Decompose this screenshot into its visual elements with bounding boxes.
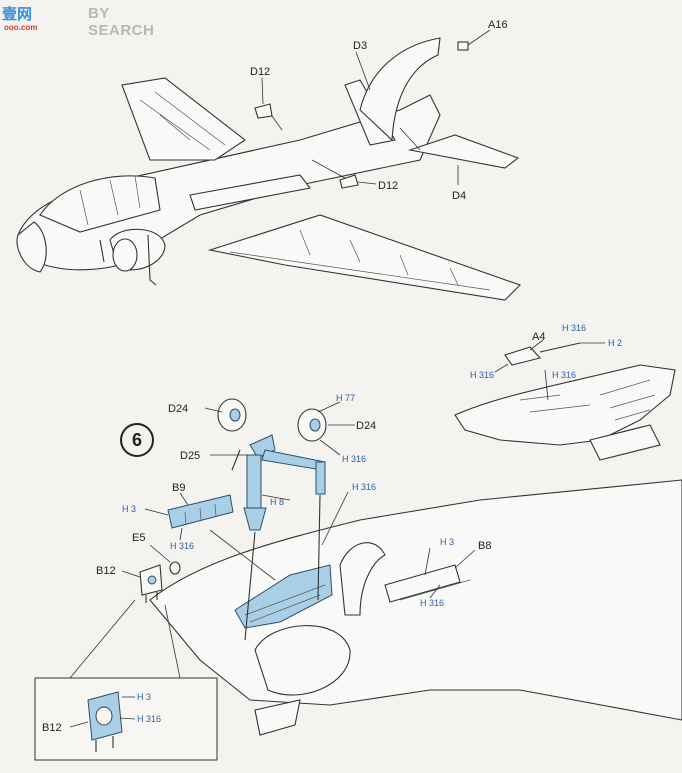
label-d3: D3 [353, 40, 367, 52]
top-labels: A16 D3 D12 D12 D4 [250, 19, 508, 202]
label-b9: B9 [172, 482, 185, 494]
watermark: 壹网 BY SEARCH ooo.com [2, 3, 162, 39]
label-h316-b: H 316 [470, 370, 494, 380]
label-a16: A16 [488, 19, 508, 31]
label-h316-b8: H 316 [420, 598, 444, 608]
label-h3-b8: H 3 [440, 537, 454, 547]
step-number-badge: 6 [120, 423, 154, 457]
top-leaders [261, 29, 491, 185]
watermark-chinese: 壹网 [2, 5, 33, 23]
gear-wheels [217, 398, 327, 442]
part-b9 [144, 492, 234, 541]
gear-labels: D24 H 77 D24 D25 H 316 H 316 H 8 B9 H 3 … [96, 393, 491, 608]
inset-b12: B12 H 3 H 316 [34, 599, 218, 761]
label-d24-right: D24 [356, 420, 376, 432]
label-d4: D4 [452, 190, 466, 202]
detail-labels: A4 H 316 H 2 H 316 H 316 [470, 323, 622, 380]
label-h8: H 8 [270, 497, 284, 507]
inset-label-h316: H 316 [137, 714, 161, 724]
label-e5: E5 [132, 532, 145, 544]
watermark-site: BY SEARCH [88, 5, 155, 39]
label-b12: B12 [96, 565, 116, 577]
part-b8 [384, 547, 476, 603]
aircraft-main [16, 37, 522, 301]
watermark-url: ooo.com [4, 23, 38, 32]
label-d12-lower: D12 [378, 180, 398, 192]
label-h316-mid: H 316 [352, 482, 376, 492]
label-a4: A4 [532, 331, 545, 343]
label-b8: B8 [478, 540, 491, 552]
part-b12-e5 [121, 544, 181, 603]
label-h316-wheel: H 316 [342, 454, 366, 464]
gear-strut [231, 434, 326, 641]
label-h316-a: H 316 [562, 323, 586, 333]
label-d24-left: D24 [168, 403, 188, 415]
label-h77: H 77 [336, 393, 355, 403]
inset-label-h3: H 3 [137, 692, 151, 702]
label-h316-c: H 316 [552, 370, 576, 380]
label-h3-b9: H 3 [122, 504, 136, 514]
label-d12-upper: D12 [250, 66, 270, 78]
label-d25: D25 [180, 450, 200, 462]
detail-refuel-probe [454, 339, 676, 461]
label-h316-b9: H 316 [170, 541, 194, 551]
inset-label-b12: B12 [42, 722, 62, 734]
fuselage-lower [149, 479, 682, 736]
label-h2: H 2 [608, 338, 622, 348]
gear-leaders [204, 401, 355, 581]
